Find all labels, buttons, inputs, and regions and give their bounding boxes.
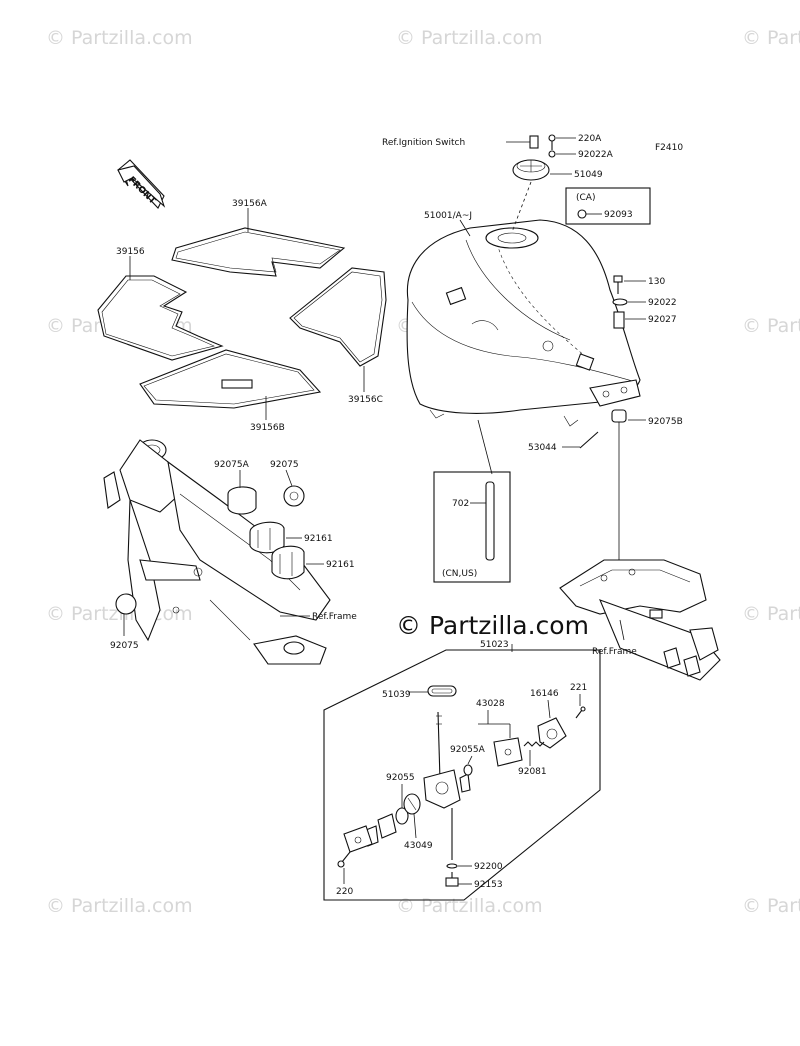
part-39156A: 39156A: [232, 199, 268, 209]
part-92093: 92093: [604, 210, 633, 220]
pad-39156C: [289, 267, 387, 367]
oring-92055A: [463, 764, 473, 776]
screw-220: [337, 851, 351, 868]
part-92161-a: 92161: [304, 534, 333, 544]
right-frame: [559, 559, 721, 681]
part-92022A: 92022A: [578, 150, 614, 160]
note-ca: (CA): [576, 193, 595, 203]
note-cn-us: (CN,US): [442, 569, 477, 579]
filter-43049: [403, 793, 421, 815]
figure-code: F2410: [655, 143, 683, 153]
part-43049: 43049: [404, 841, 433, 851]
grommet-92075-top: [283, 485, 305, 507]
clamp-92161-b: [271, 545, 305, 580]
watermark: © Partzilla.com: [742, 895, 800, 917]
watermark: © Partzilla.com: [742, 603, 800, 625]
screw-221: [575, 706, 586, 719]
part-51049: 51049: [574, 170, 603, 180]
hose-box: [433, 419, 511, 583]
part-220: 220: [336, 887, 353, 897]
part-51023: 51023: [480, 640, 509, 650]
grommet-92075B: [611, 409, 627, 423]
main-watermark: © Partzilla.com: [396, 611, 589, 640]
part-92075-top: 92075: [270, 460, 299, 470]
fuel-tank: [406, 219, 641, 427]
pin-53044: [579, 431, 599, 449]
part-92161-b: 92161: [326, 560, 355, 570]
part-92055: 92055: [386, 773, 415, 783]
part-92153: 92153: [474, 880, 503, 890]
watermark: © Partzilla.com: [46, 895, 193, 917]
pad-39156B: [139, 349, 322, 409]
part-51039: 51039: [382, 690, 411, 700]
bolt-220A: [548, 134, 556, 150]
part-51001: 51001/A~J: [424, 211, 472, 221]
ref-frame-right: Ref.Frame: [592, 647, 637, 657]
bolt-92153: [445, 872, 459, 887]
plate-43028: [493, 737, 523, 767]
part-92055A: 92055A: [450, 745, 486, 755]
part-92081: 92081: [518, 767, 547, 777]
watermark: © Partzilla.com: [46, 27, 193, 49]
part-702: 702: [452, 499, 469, 509]
watermark: © Partzilla.com: [742, 315, 800, 337]
spring-92081: [523, 741, 545, 747]
watermark: © Partzilla.com: [396, 27, 543, 49]
part-92075A: 92075A: [214, 460, 250, 470]
part-92027: 92027: [648, 315, 677, 325]
grommet-92075-bottom: [115, 593, 137, 615]
part-92022: 92022: [648, 298, 677, 308]
ref-frame-left: Ref.Frame: [312, 612, 357, 622]
ref-ignition-switch: Ref.Ignition Switch: [382, 138, 465, 148]
pad-39156A: [171, 227, 346, 277]
fuel-cap: [511, 159, 550, 233]
watermark: © Partzilla.com: [742, 27, 800, 49]
part-220A: 220A: [578, 134, 602, 144]
washer-92022A: [548, 150, 556, 158]
fitting-left: [343, 813, 397, 853]
pad-39156: [97, 275, 224, 361]
bolt-130: [613, 275, 623, 294]
gasket-51039: [427, 685, 457, 697]
part-221: 221: [570, 683, 587, 693]
part-92075-bottom: 92075: [110, 641, 139, 651]
fuel-cock-box: [323, 644, 601, 901]
ca-box: [565, 187, 651, 225]
washer-92022: [612, 298, 628, 306]
part-39156: 39156: [116, 247, 145, 257]
part-39156C: 39156C: [348, 395, 383, 405]
part-130: 130: [648, 277, 665, 287]
part-16146: 16146: [530, 689, 559, 699]
part-53044: 53044: [528, 443, 557, 453]
part-43028: 43028: [476, 699, 505, 709]
part-92200: 92200: [474, 862, 503, 872]
part-92075B: 92075B: [648, 417, 683, 427]
collar-92027: [613, 311, 625, 329]
valve-16146: [537, 717, 567, 749]
washer-92200: [446, 863, 458, 869]
part-39156B: 39156B: [250, 423, 285, 433]
front-arrow: FRONT: [117, 159, 166, 209]
fuel-cock-body: [423, 711, 471, 860]
watermark: © Partzilla.com: [396, 895, 543, 917]
sleeve-92075A: [227, 486, 257, 515]
clamp-92161-a: [249, 521, 285, 554]
